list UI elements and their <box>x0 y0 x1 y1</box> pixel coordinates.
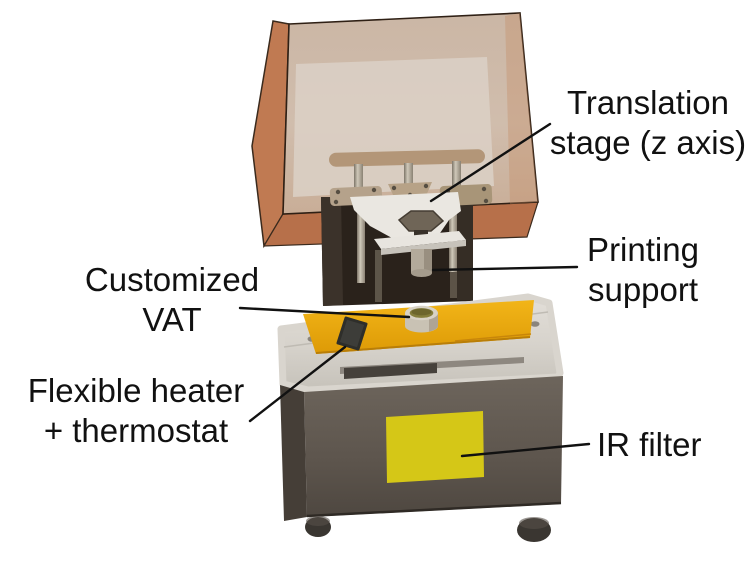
label-ir-filter-line1: IR filter <box>597 426 702 463</box>
tower-rod-glint-1 <box>375 250 382 302</box>
leader-flexible-heater <box>248 345 347 423</box>
stage-rod-left <box>357 203 365 283</box>
label-flexible-heater: Flexible heater + thermostat <box>28 371 244 451</box>
heater-thermostat-pad <box>336 316 368 351</box>
tower-right-slab <box>457 197 473 300</box>
printing-support-shelf-front <box>381 240 466 255</box>
label-printing-support: Printing support <box>587 230 699 310</box>
label-translation-stage-line2: stage (z axis) <box>549 124 747 161</box>
base-bottom-shadow <box>306 501 562 518</box>
label-flexible-heater-line2: + thermostat <box>43 412 229 449</box>
base-left-face <box>280 385 307 521</box>
label-translation-stage: Translation stage (z axis) <box>550 83 746 163</box>
hood-inner-panel <box>293 57 494 197</box>
leader-ir-filter <box>460 442 591 458</box>
label-flexible-heater-line1: Flexible heater <box>27 372 245 409</box>
label-translation-stage-line1: Translation <box>566 84 730 121</box>
tower-left-slab <box>321 197 343 306</box>
crossbar-post-right <box>452 161 461 188</box>
crossbar <box>329 149 485 167</box>
crossbar-post-left <box>354 164 363 190</box>
label-customized-vat-line1: Customized <box>84 261 260 298</box>
label-customized-vat: Customized VAT <box>85 260 259 340</box>
leader-lines <box>238 122 591 458</box>
label-ir-filter: IR filter <box>597 425 702 465</box>
printing-support-rod-bottom <box>411 269 432 277</box>
label-customized-vat-line2: VAT <box>142 301 202 338</box>
printing-support-rod-shade <box>424 249 432 273</box>
crossbar-post-mid <box>404 163 413 189</box>
foot-right-top <box>519 517 549 529</box>
label-printing-support-line1: Printing <box>587 231 699 268</box>
label-printing-support-line2: support <box>587 271 699 308</box>
leader-customized-vat <box>238 306 411 319</box>
platform-screw-right <box>530 321 540 327</box>
hood-right-tint <box>505 13 538 204</box>
printing-support-shelf-top <box>374 231 466 249</box>
stage-hex-mount <box>397 210 445 232</box>
translation-stage-mechanism <box>329 149 493 283</box>
leader-translation-stage <box>429 122 552 203</box>
leader-printing-support <box>431 265 579 272</box>
vat-cup-interior-shadow <box>411 308 432 316</box>
foot-left-top <box>306 516 330 526</box>
vat-plate-front-edge <box>315 336 531 354</box>
ir-filter-window <box>386 411 484 483</box>
vat-plate-edge-line <box>454 333 532 342</box>
platform-slot <box>344 363 437 379</box>
